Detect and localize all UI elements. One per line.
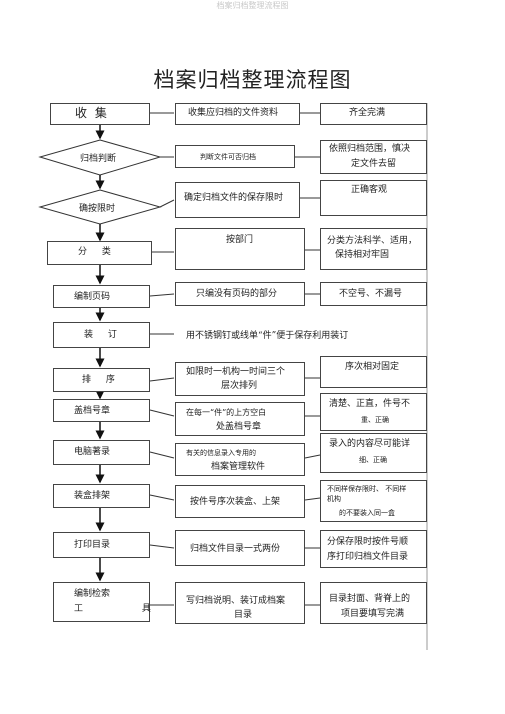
requirement-ordering: 序次相对固定 xyxy=(320,356,427,388)
action-text-line1: 写归档说明、装订成档案 xyxy=(186,596,286,606)
requirement-text-line1: 目录封面、背脊上的 xyxy=(329,594,411,604)
step-label: 分 类 xyxy=(78,247,117,257)
action-binding-text: 用不锈钢钉或线单“件”便于保存利用装订 xyxy=(186,331,349,341)
action-retention-period: 确定归档文件的保存限时 xyxy=(175,182,300,218)
connector-step-action-7 xyxy=(149,377,175,382)
requirement-boxing-shelving: 不同样保存限时、 不同样 机构 的不要装入同一盒 xyxy=(320,480,427,522)
action-text: 按件号序次装盒、上架 xyxy=(190,497,281,507)
requirement-classify: 分类方法科学、适用， 保持相对牢固 xyxy=(320,228,427,270)
action-text-line1: 在每一“件”的上方空白 xyxy=(186,408,267,417)
step-label: 电脑著录 xyxy=(74,447,111,457)
page-title: 档案归档整理流程图 xyxy=(153,68,352,92)
connector-step-action-5 xyxy=(149,293,175,297)
requirement-text-line1: 录入的内容尽可能详 xyxy=(329,439,411,449)
connector-step-action-9 xyxy=(149,451,175,459)
requirement-text-line2: 机构 xyxy=(327,495,341,503)
action-archive-stamp: 在每一“件”的上方空白 处盖档号章 xyxy=(175,402,305,436)
action-text-line1: 如限时一机构一时间三个 xyxy=(186,367,286,377)
requirement-text-line2: 定文件去留 xyxy=(351,159,397,169)
step-label: 盖档号章 xyxy=(74,406,111,416)
action-classify: 按部门 xyxy=(175,228,305,270)
step-label: 装盒排架 xyxy=(74,491,111,501)
connector-step-action-10 xyxy=(149,494,175,501)
requirement-text-line2: 项目要填写完满 xyxy=(341,609,405,619)
step-label: 编制检索 xyxy=(74,589,111,599)
connector-step-action-8 xyxy=(149,409,175,417)
step-label: 装 订 xyxy=(84,330,123,340)
action-pagination: 只编没有页码的部分 xyxy=(175,282,305,306)
requirement-text-line3: 的不要装入同一盒 xyxy=(339,509,395,517)
action-text: 按部门 xyxy=(226,235,254,245)
page-header: 档案归档整理流程图 xyxy=(216,1,289,10)
requirement-print-catalog: 分保存限时按件号顺 序打印归档文件目录 xyxy=(320,530,427,568)
action-text-line2: 目录 xyxy=(234,610,253,620)
requirement-text: 不空号、不漏号 xyxy=(339,289,403,299)
requirement-text: 序次相对固定 xyxy=(345,362,400,372)
requirement-archive-judgement: 依照归档范围，慎决 定文件去留 xyxy=(320,140,427,174)
requirement-computer-entry: 录入的内容尽可能详 细、正确 xyxy=(320,433,427,473)
step-label: 排 序 xyxy=(82,375,121,385)
step-boxing-shelving: 装盒排架 xyxy=(53,484,150,508)
requirement-text-line2: 序打印归档文件目录 xyxy=(327,552,409,562)
connector-action-req-10 xyxy=(304,497,321,501)
requirement-archive-stamp: 清楚、正直，件号不 重、正确 xyxy=(320,393,427,431)
requirement-retention-period: 正确客观 xyxy=(320,180,427,216)
step-classify: 分 类 xyxy=(47,241,152,265)
action-text-line1: 有关的信息录入专用的 xyxy=(186,449,256,457)
action-text: 收集应归档的文件资料 xyxy=(188,108,279,118)
requirement-text-line2: 重、正确 xyxy=(361,416,389,424)
step-retrieval-tools: 编制检索 工 具 xyxy=(53,582,151,622)
action-text-line2: 层次排列 xyxy=(221,381,258,391)
action-text: 归档文件目录一式两份 xyxy=(190,544,281,554)
action-boxing-shelving: 按件号序次装盒、上架 xyxy=(175,485,305,518)
requirement-text-line1: 不同样保存限时、 不同样 xyxy=(327,485,407,493)
requirement-collect: 齐全完满 xyxy=(320,103,427,125)
requirement-text: 齐全完满 xyxy=(349,108,386,118)
requirement-text-line2: 保持相对牢固 xyxy=(335,250,390,260)
action-collect: 收集应归档的文件资料 xyxy=(175,103,300,125)
step-label: 收 集 xyxy=(75,106,109,120)
requirement-retrieval-tools: 目录封面、背脊上的 项目要填写完满 xyxy=(320,582,427,624)
step-archive-stamp: 盖档号章 xyxy=(53,399,150,422)
action-text: 判断文件可否归档 xyxy=(200,153,256,161)
step-collect: 收 集 xyxy=(50,103,150,125)
action-ordering: 如限时一机构一时间三个 层次排列 xyxy=(175,362,305,396)
action-text: 只编没有页码的部分 xyxy=(196,289,278,299)
step-binding: 装 订 xyxy=(53,322,150,348)
connector-action-req-9 xyxy=(304,454,321,459)
step-label: 编制页码 xyxy=(74,292,111,302)
step-print-catalog: 打印目录 xyxy=(53,532,150,558)
requirement-text: 正确客观 xyxy=(351,185,388,195)
connector-step-action-3 xyxy=(159,199,175,208)
action-retrieval-tools: 写归档说明、装订成档案 目录 xyxy=(175,582,305,624)
step-label-line2: 工 具 xyxy=(74,604,179,614)
requirement-text-line1: 清楚、正直，件号不 xyxy=(329,399,411,409)
action-text-line2: 档案管理软件 xyxy=(211,462,266,472)
action-computer-entry: 有关的信息录入专用的 档案管理软件 xyxy=(175,443,305,476)
requirement-text-line1: 分类方法科学、适用， xyxy=(327,236,418,246)
requirement-text-line2: 细、正确 xyxy=(359,456,387,464)
step-pagination: 编制页码 xyxy=(53,285,150,308)
action-text: 确定归档文件的保存限时 xyxy=(184,193,284,203)
action-text-line2: 处盖档号章 xyxy=(216,422,262,432)
action-print-catalog: 归档文件目录一式两份 xyxy=(175,530,305,566)
requirement-text-line1: 分保存限时按件号顺 xyxy=(327,537,409,547)
requirement-pagination: 不空号、不漏号 xyxy=(320,282,427,306)
requirement-text-line1: 依照归档范围，慎决 xyxy=(329,144,411,154)
step-ordering: 排 序 xyxy=(53,368,150,392)
action-archive-judgement: 判断文件可否归档 xyxy=(175,145,295,168)
step-computer-entry: 电脑著录 xyxy=(53,440,150,465)
step-label: 打印目录 xyxy=(74,540,111,550)
step-label-archive-judgement: 归档判断 xyxy=(80,154,117,164)
step-label-retention-period: 确按限时 xyxy=(79,204,116,214)
connector-step-action-11 xyxy=(149,544,175,549)
